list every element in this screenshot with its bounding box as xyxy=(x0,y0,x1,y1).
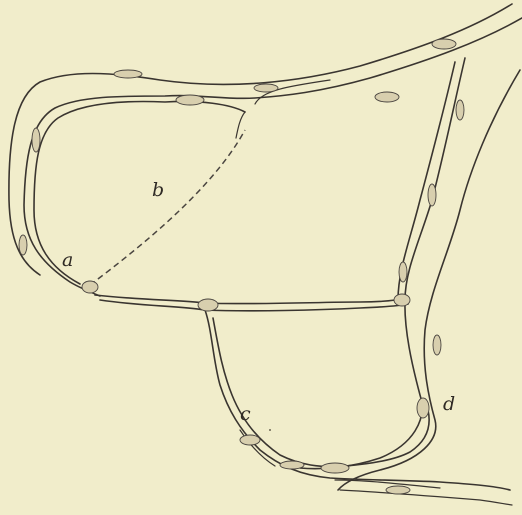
label-a: a xyxy=(62,249,73,271)
label-b: b xyxy=(152,179,164,201)
nucleus xyxy=(280,461,304,469)
nucleus xyxy=(428,184,436,206)
tiny-dot xyxy=(269,429,271,431)
nucleus xyxy=(399,262,407,282)
nucleus xyxy=(394,294,410,306)
nucleus xyxy=(432,39,456,49)
label-c: c xyxy=(240,403,251,425)
upper-branch-left xyxy=(236,112,245,138)
nucleus xyxy=(417,398,429,418)
upper-cell-right-wall xyxy=(398,62,455,300)
septum-top xyxy=(95,295,408,304)
nucleus xyxy=(82,281,98,293)
nucleus xyxy=(254,84,278,92)
label-d: d xyxy=(443,393,455,415)
nucleus xyxy=(375,92,399,102)
nucleus xyxy=(240,435,260,445)
lower-cell-outer-wall xyxy=(205,310,510,490)
bottom-outgoing-vessel-upper xyxy=(340,490,512,505)
nucleus xyxy=(321,463,349,473)
nucleus xyxy=(456,100,464,120)
nucleus xyxy=(114,70,142,78)
nucleus xyxy=(32,128,40,152)
nucleus xyxy=(198,299,218,311)
nucleus xyxy=(433,335,441,355)
nucleus xyxy=(176,95,204,105)
nucleus xyxy=(386,486,410,494)
dashed-line-a-b xyxy=(90,130,245,285)
nucleus xyxy=(19,235,27,255)
upper-loop-inner-wall xyxy=(24,18,522,296)
